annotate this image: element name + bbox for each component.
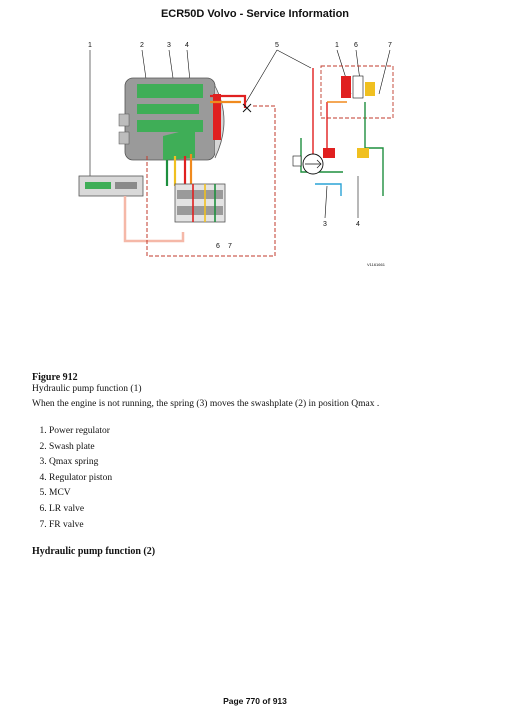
list-item: MCV [49, 488, 482, 498]
callout-label: 4 [356, 221, 360, 228]
list-item: Qmax spring [49, 457, 482, 467]
page-footer: Page 770 of 913 [223, 696, 287, 706]
section-heading: Hydraulic pump function (2) [32, 545, 156, 557]
image-code: V1161661 [367, 262, 386, 267]
callout-label: 7 [228, 243, 232, 250]
figure-text: Figure 912 Hydraulic pump function (1) W… [32, 372, 482, 557]
callout-label: 6 [354, 42, 358, 49]
callout-label: 2 [140, 42, 144, 49]
callout-label: 7 [388, 42, 392, 49]
figure-title: Figure 912 [32, 372, 78, 383]
page-header: ECR50D Volvo - Service Information [160, 8, 350, 20]
callout-label: 6 [216, 243, 220, 250]
list-item: LR valve [49, 504, 482, 514]
callout-label: 1 [88, 42, 92, 49]
list-item: Swash plate [49, 442, 482, 452]
legend-list: Power regulator Swash plate Qmax spring … [32, 426, 482, 530]
hydraulic-pump-diagram: 1 2 3 4 5 1 6 7 6 7 3 4 [78, 42, 394, 267]
callout-label: 4 [185, 42, 189, 49]
callout-label: 3 [167, 42, 171, 49]
list-item: FR valve [49, 520, 482, 530]
figure-description: When the engine is not running, the spri… [32, 399, 380, 409]
figure-subtitle: Hydraulic pump function (1) [32, 384, 142, 394]
list-item: Power regulator [49, 426, 482, 436]
callout-label: 5 [275, 42, 279, 49]
callout-label: 1 [335, 42, 339, 49]
list-item: Regulator piston [49, 473, 482, 483]
callout-label: 3 [323, 221, 327, 228]
